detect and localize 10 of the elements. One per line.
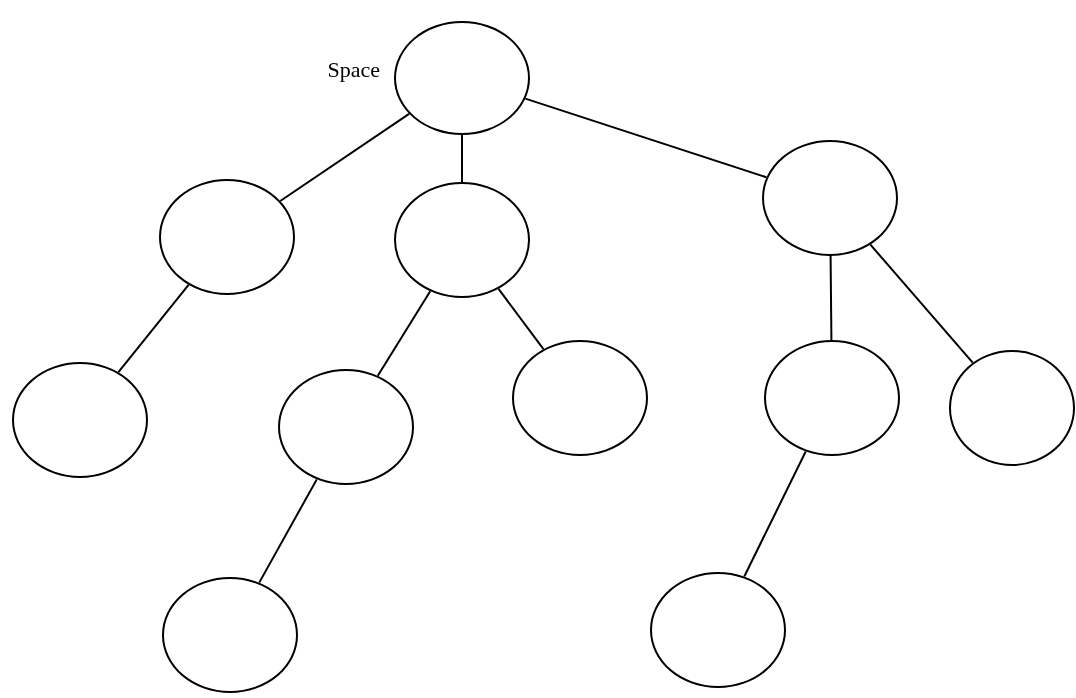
node-caption: Space xyxy=(327,57,380,83)
connector-line xyxy=(829,255,833,341)
connector-line xyxy=(117,283,190,374)
connector-line xyxy=(258,478,318,584)
connector-line xyxy=(743,450,807,578)
connector-line xyxy=(497,287,545,351)
connector-line xyxy=(461,134,463,183)
connector-line xyxy=(869,243,974,364)
connector-line xyxy=(524,97,768,179)
connector-line xyxy=(376,290,432,377)
